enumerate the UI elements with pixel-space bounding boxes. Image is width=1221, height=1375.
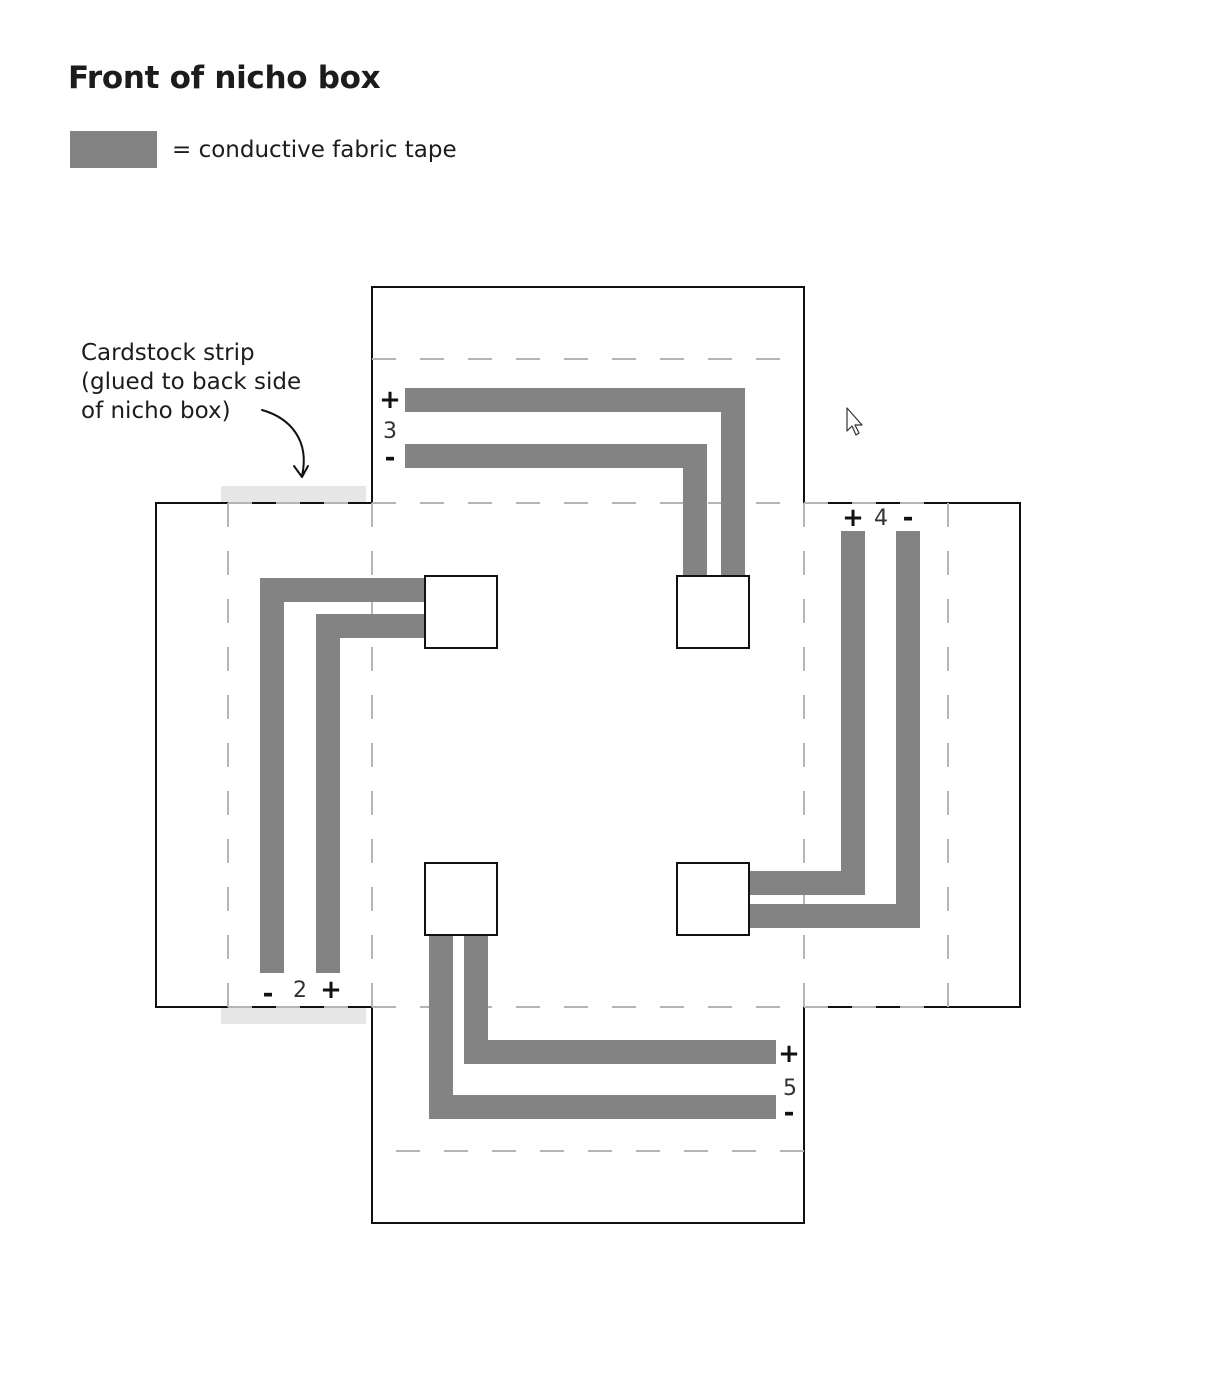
tape-4-plus xyxy=(749,531,865,895)
tape-2-minus xyxy=(260,578,426,973)
box-outline xyxy=(155,286,1021,1224)
cardstock-strip-bottom xyxy=(221,1007,366,1024)
tape-4-minus xyxy=(749,531,920,928)
connector-2-minus: - xyxy=(263,979,274,1009)
connector-5-plus: + xyxy=(778,1039,800,1069)
connector-5-number: 5 xyxy=(783,1076,797,1101)
led-square-bottom-left xyxy=(424,862,498,936)
arrow-cursor-icon xyxy=(846,407,863,436)
legend-label: = conductive fabric tape xyxy=(172,136,457,163)
connector-2-number: 2 xyxy=(293,978,307,1003)
tape-3-plus xyxy=(405,388,745,576)
connector-3-labels: + 3 - xyxy=(379,385,401,473)
connector-4-number: 4 xyxy=(874,506,888,531)
connector-4-plus: + xyxy=(842,503,864,533)
connector-3-minus: - xyxy=(385,443,396,473)
tape-2-plus xyxy=(316,614,426,973)
connector-4-labels: + 4 - xyxy=(842,503,913,533)
tape-5-minus xyxy=(429,935,776,1119)
led-square-top-right xyxy=(676,575,750,649)
led-squares xyxy=(424,575,750,936)
page-title: Front of nicho box xyxy=(68,60,381,96)
tape-traces xyxy=(260,388,920,1119)
tape-3-minus xyxy=(405,444,707,576)
connector-4-minus: - xyxy=(903,503,914,533)
fold-lines xyxy=(227,358,949,1152)
connector-3-number: 3 xyxy=(383,419,397,444)
connector-3-plus: + xyxy=(379,385,401,415)
connector-2-labels: - 2 + xyxy=(263,975,342,1009)
legend: = conductive fabric tape xyxy=(70,131,457,168)
tape-5-plus xyxy=(464,935,776,1064)
connector-5-labels: + 5 - xyxy=(778,1039,800,1128)
legend-swatch xyxy=(70,131,157,168)
cardstock-callout: Cardstock strip (glued to back side of n… xyxy=(81,340,302,424)
connector-5-minus: - xyxy=(784,1098,795,1128)
connector-2-plus: + xyxy=(320,975,342,1005)
led-square-top-left xyxy=(424,575,498,649)
cardstock-strip-top xyxy=(221,486,366,503)
callout-arrow-icon xyxy=(261,409,309,478)
led-square-bottom-right xyxy=(676,862,750,936)
